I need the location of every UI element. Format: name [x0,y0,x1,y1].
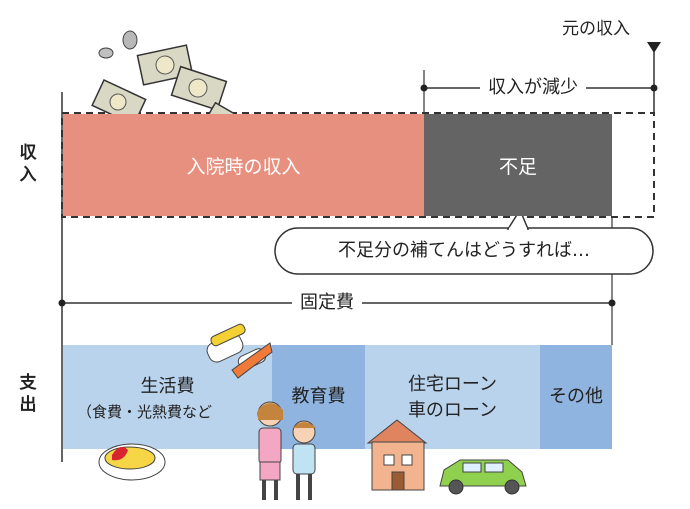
expense-car-loan-label: 車のローン [407,400,498,421]
expense-living-bar: 生活費 （食費・光熱費など [63,345,272,449]
expense-living-sub: （食費・光熱費など [77,403,213,421]
expense-other-bar: その他 [540,345,612,449]
house-illustration [366,419,428,491]
fixed-cost-label: 固定費 [292,290,362,316]
sushi-illustration [206,323,273,379]
original-income-marker [647,42,661,53]
expense-other-label: その他 [549,386,603,407]
income-decrease-label: 収入が減少 [480,75,586,101]
original-income-label: 元の収入 [562,19,630,39]
omelette-illustration [98,443,166,481]
hospital-income-label: 入院時の収入 [186,155,301,178]
family-illustration [257,401,316,500]
expense-axis-label: 支出 [19,373,37,415]
hospital-income-bar: 入院時の収入 [63,114,424,216]
car-illustration [439,459,527,495]
income-axis-label: 収入 [19,143,37,185]
expense-education-label: 教育費 [291,386,346,407]
question-bubble-text: 不足分の補てんはどうすれば… [338,240,590,261]
shortfall-bar: 不足 [424,114,612,216]
expense-education-bar: 教育費 [272,345,365,449]
shortfall-label: 不足 [498,155,537,178]
expense-living-label: 生活費 [140,376,195,397]
expense-housing-label: 住宅ローン [407,374,498,395]
question-bubble-shape [274,208,654,275]
